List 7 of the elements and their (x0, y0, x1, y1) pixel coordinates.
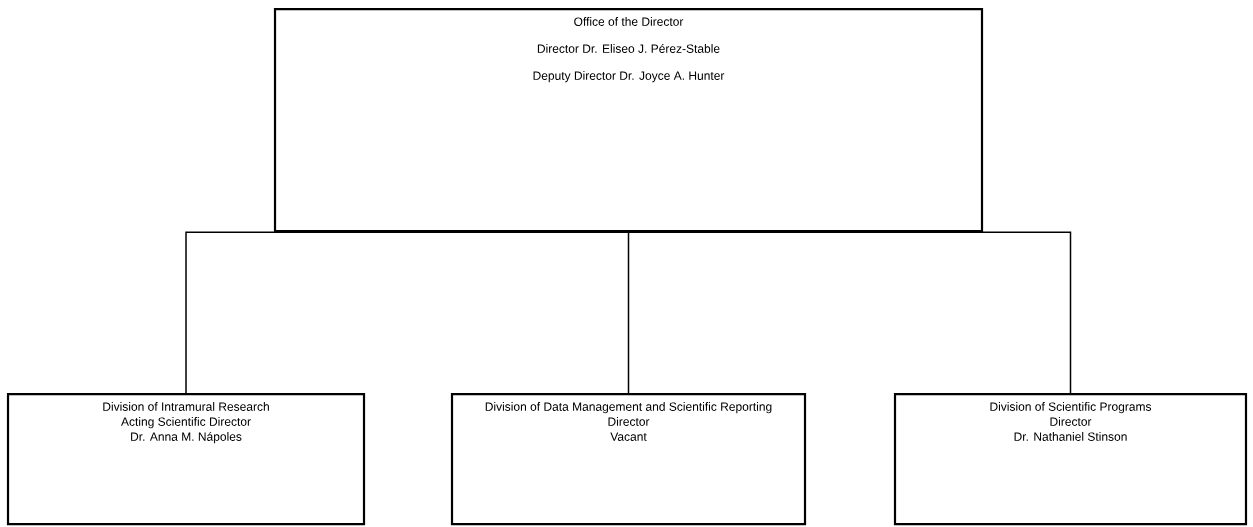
connector-line (627, 231, 630, 394)
connector-line (185, 231, 630, 394)
org-box: Division of Intramural Research Acting Scientific Director Dr. Anna M. Nápoles (6, 393, 366, 526)
org-box: Office of the Director Director Dr. Eliseo J. Pérez-Stable Deputy Director Dr. Joyce A. Hunter (273, 8, 984, 233)
org-box: Division of Scientific Programs Director Dr. Nathaniel Stinson (893, 393, 1248, 526)
org-box: Division of Data Management and Scientific Reporting Director Vacant (450, 393, 807, 526)
connector-line (627, 231, 1072, 394)
